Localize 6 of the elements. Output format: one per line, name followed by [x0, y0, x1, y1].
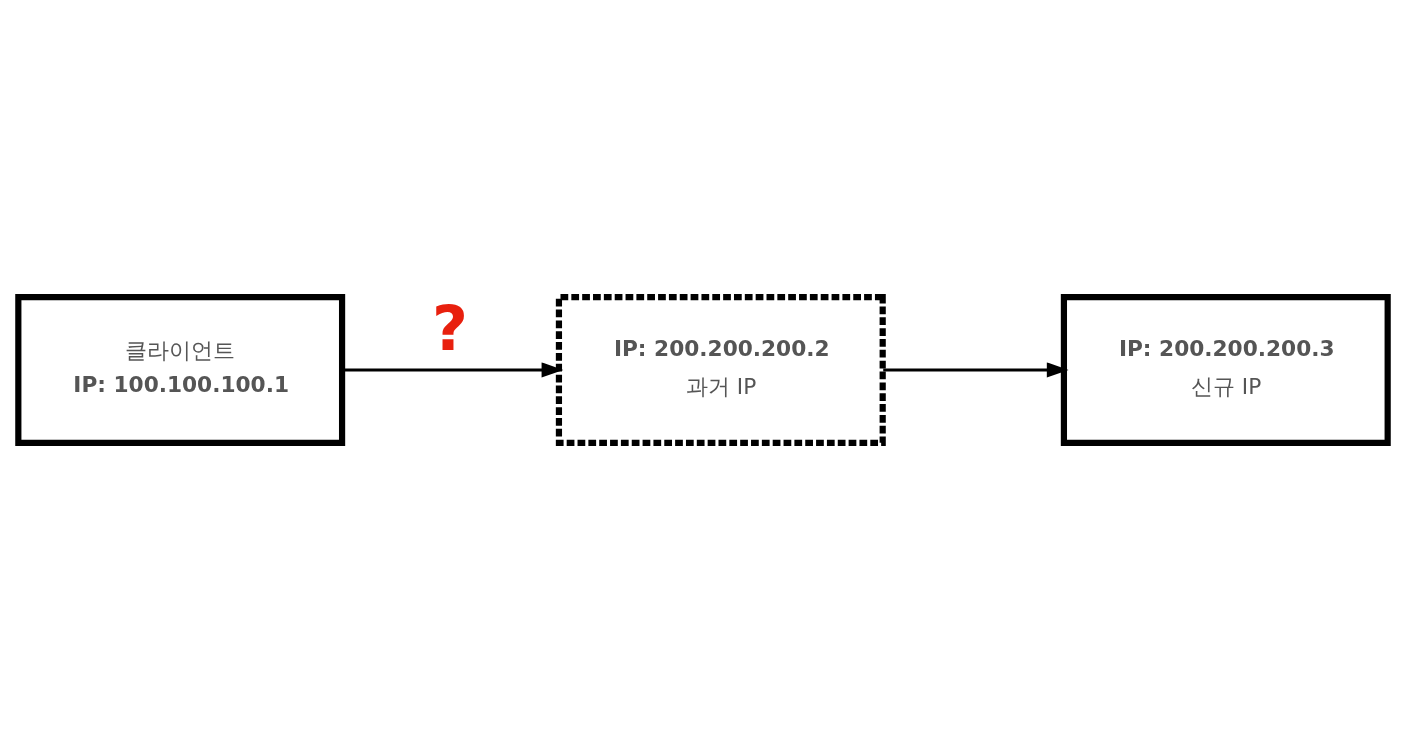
node-box: 클라이언트 IP: 100.100.100.1 — [15, 294, 346, 446]
node-box: IP: 200.200.200.2 과거 IP — [555, 294, 886, 446]
arrow — [883, 362, 1069, 378]
arrow — [342, 362, 564, 378]
node-box: IP: 200.200.200.3 신규 IP — [1060, 294, 1391, 446]
edge-label: ? — [431, 291, 468, 365]
